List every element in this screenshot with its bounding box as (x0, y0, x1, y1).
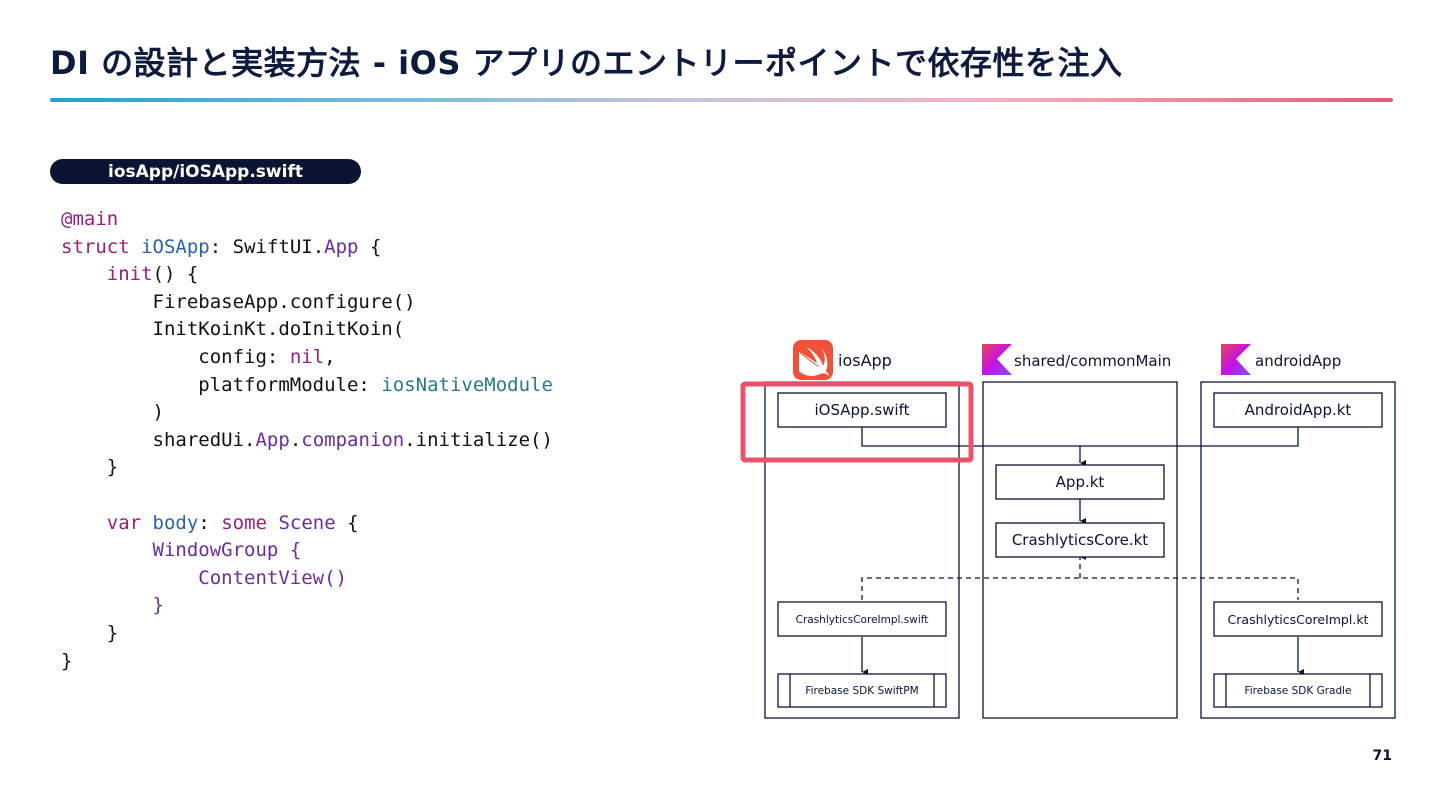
file-name-label: iosApp/iOSApp.swift (108, 161, 303, 182)
android-app-box: AndroidApp.kt (1213, 392, 1383, 428)
svg-text:Firebase SDK Gradle: Firebase SDK Gradle (1244, 685, 1351, 697)
svg-text:iOSApp.swift: iOSApp.swift (815, 401, 910, 419)
column-label-ios: iosApp (838, 351, 892, 370)
kotlin-icon (982, 344, 1012, 375)
crashlytics-impl-swift-box: CrashlyticsCoreImpl.swift (777, 601, 947, 637)
connector-lines (861, 427, 1304, 675)
code-line-13: WindowGroup { (152, 539, 302, 562)
slide-title: DI の設計と実装方法 - iOS アプリのエントリーポイントで依存性を注入 (50, 44, 1123, 82)
code-line-6: config: nil, (198, 345, 336, 368)
code-line-5: InitKoinKt.doInitKoin( (152, 318, 405, 341)
crashlytics-core-box: CrashlyticsCore.kt (995, 522, 1165, 558)
svg-text:CrashlyticsCoreImpl.kt: CrashlyticsCoreImpl.kt (1228, 612, 1369, 627)
svg-text:CrashlyticsCore.kt: CrashlyticsCore.kt (1012, 531, 1148, 549)
code-line-4: FirebaseApp.configure() (152, 290, 416, 313)
code-block: @main struct iOSApp: SwiftUI.App { init(… (61, 206, 553, 675)
svg-text:AndroidApp.kt: AndroidApp.kt (1245, 401, 1352, 419)
android-column-frame (1200, 381, 1396, 719)
shared-column-frame (982, 381, 1178, 719)
column-header-android: androidApp (1221, 344, 1341, 375)
code-line-9: sharedUi.App.companion.initialize() (152, 428, 553, 451)
code-line-7: platformModule: iosNativeModule (198, 373, 553, 396)
svg-text:Firebase SDK SwiftPM: Firebase SDK SwiftPM (805, 685, 918, 697)
code-line-12: var body: some Scene { (106, 511, 359, 534)
svg-text:CrashlyticsCoreImpl.swift: CrashlyticsCoreImpl.swift (796, 614, 929, 626)
firebase-swiftpm-box: Firebase SDK SwiftPM (777, 673, 947, 708)
code-line-10: } (106, 456, 119, 479)
code-line-2: struct iOSApp: SwiftUI.App { (61, 235, 382, 258)
title-gradient-rule (50, 98, 1393, 102)
code-line-1: @main (61, 208, 119, 230)
kotlin-icon (1221, 344, 1251, 375)
column-label-shared: shared/commonMain (1014, 352, 1171, 370)
svg-text:App.kt: App.kt (1056, 473, 1105, 491)
highlight-frame (740, 381, 974, 463)
code-line-17: } (61, 649, 73, 672)
column-label-android: androidApp (1255, 352, 1341, 370)
code-line-8: ) (152, 401, 164, 424)
file-name-pill: iosApp/iOSApp.swift (50, 159, 361, 184)
ios-app-box: iOSApp.swift (777, 392, 947, 428)
code-line-3: init() { (106, 263, 199, 286)
firebase-gradle-box: Firebase SDK Gradle (1213, 673, 1383, 708)
crashlytics-impl-kt-box: CrashlyticsCoreImpl.kt (1213, 601, 1383, 637)
code-line-16: } (106, 621, 119, 644)
code-line-14: ContentView() (198, 566, 347, 589)
column-header-shared: shared/commonMain (982, 344, 1171, 375)
swift-icon (793, 340, 833, 380)
code-line-15: } (152, 594, 164, 617)
column-header-ios: iosApp (793, 340, 892, 380)
app-kt-box: App.kt (995, 464, 1165, 500)
page-number: 71 (1372, 748, 1392, 764)
